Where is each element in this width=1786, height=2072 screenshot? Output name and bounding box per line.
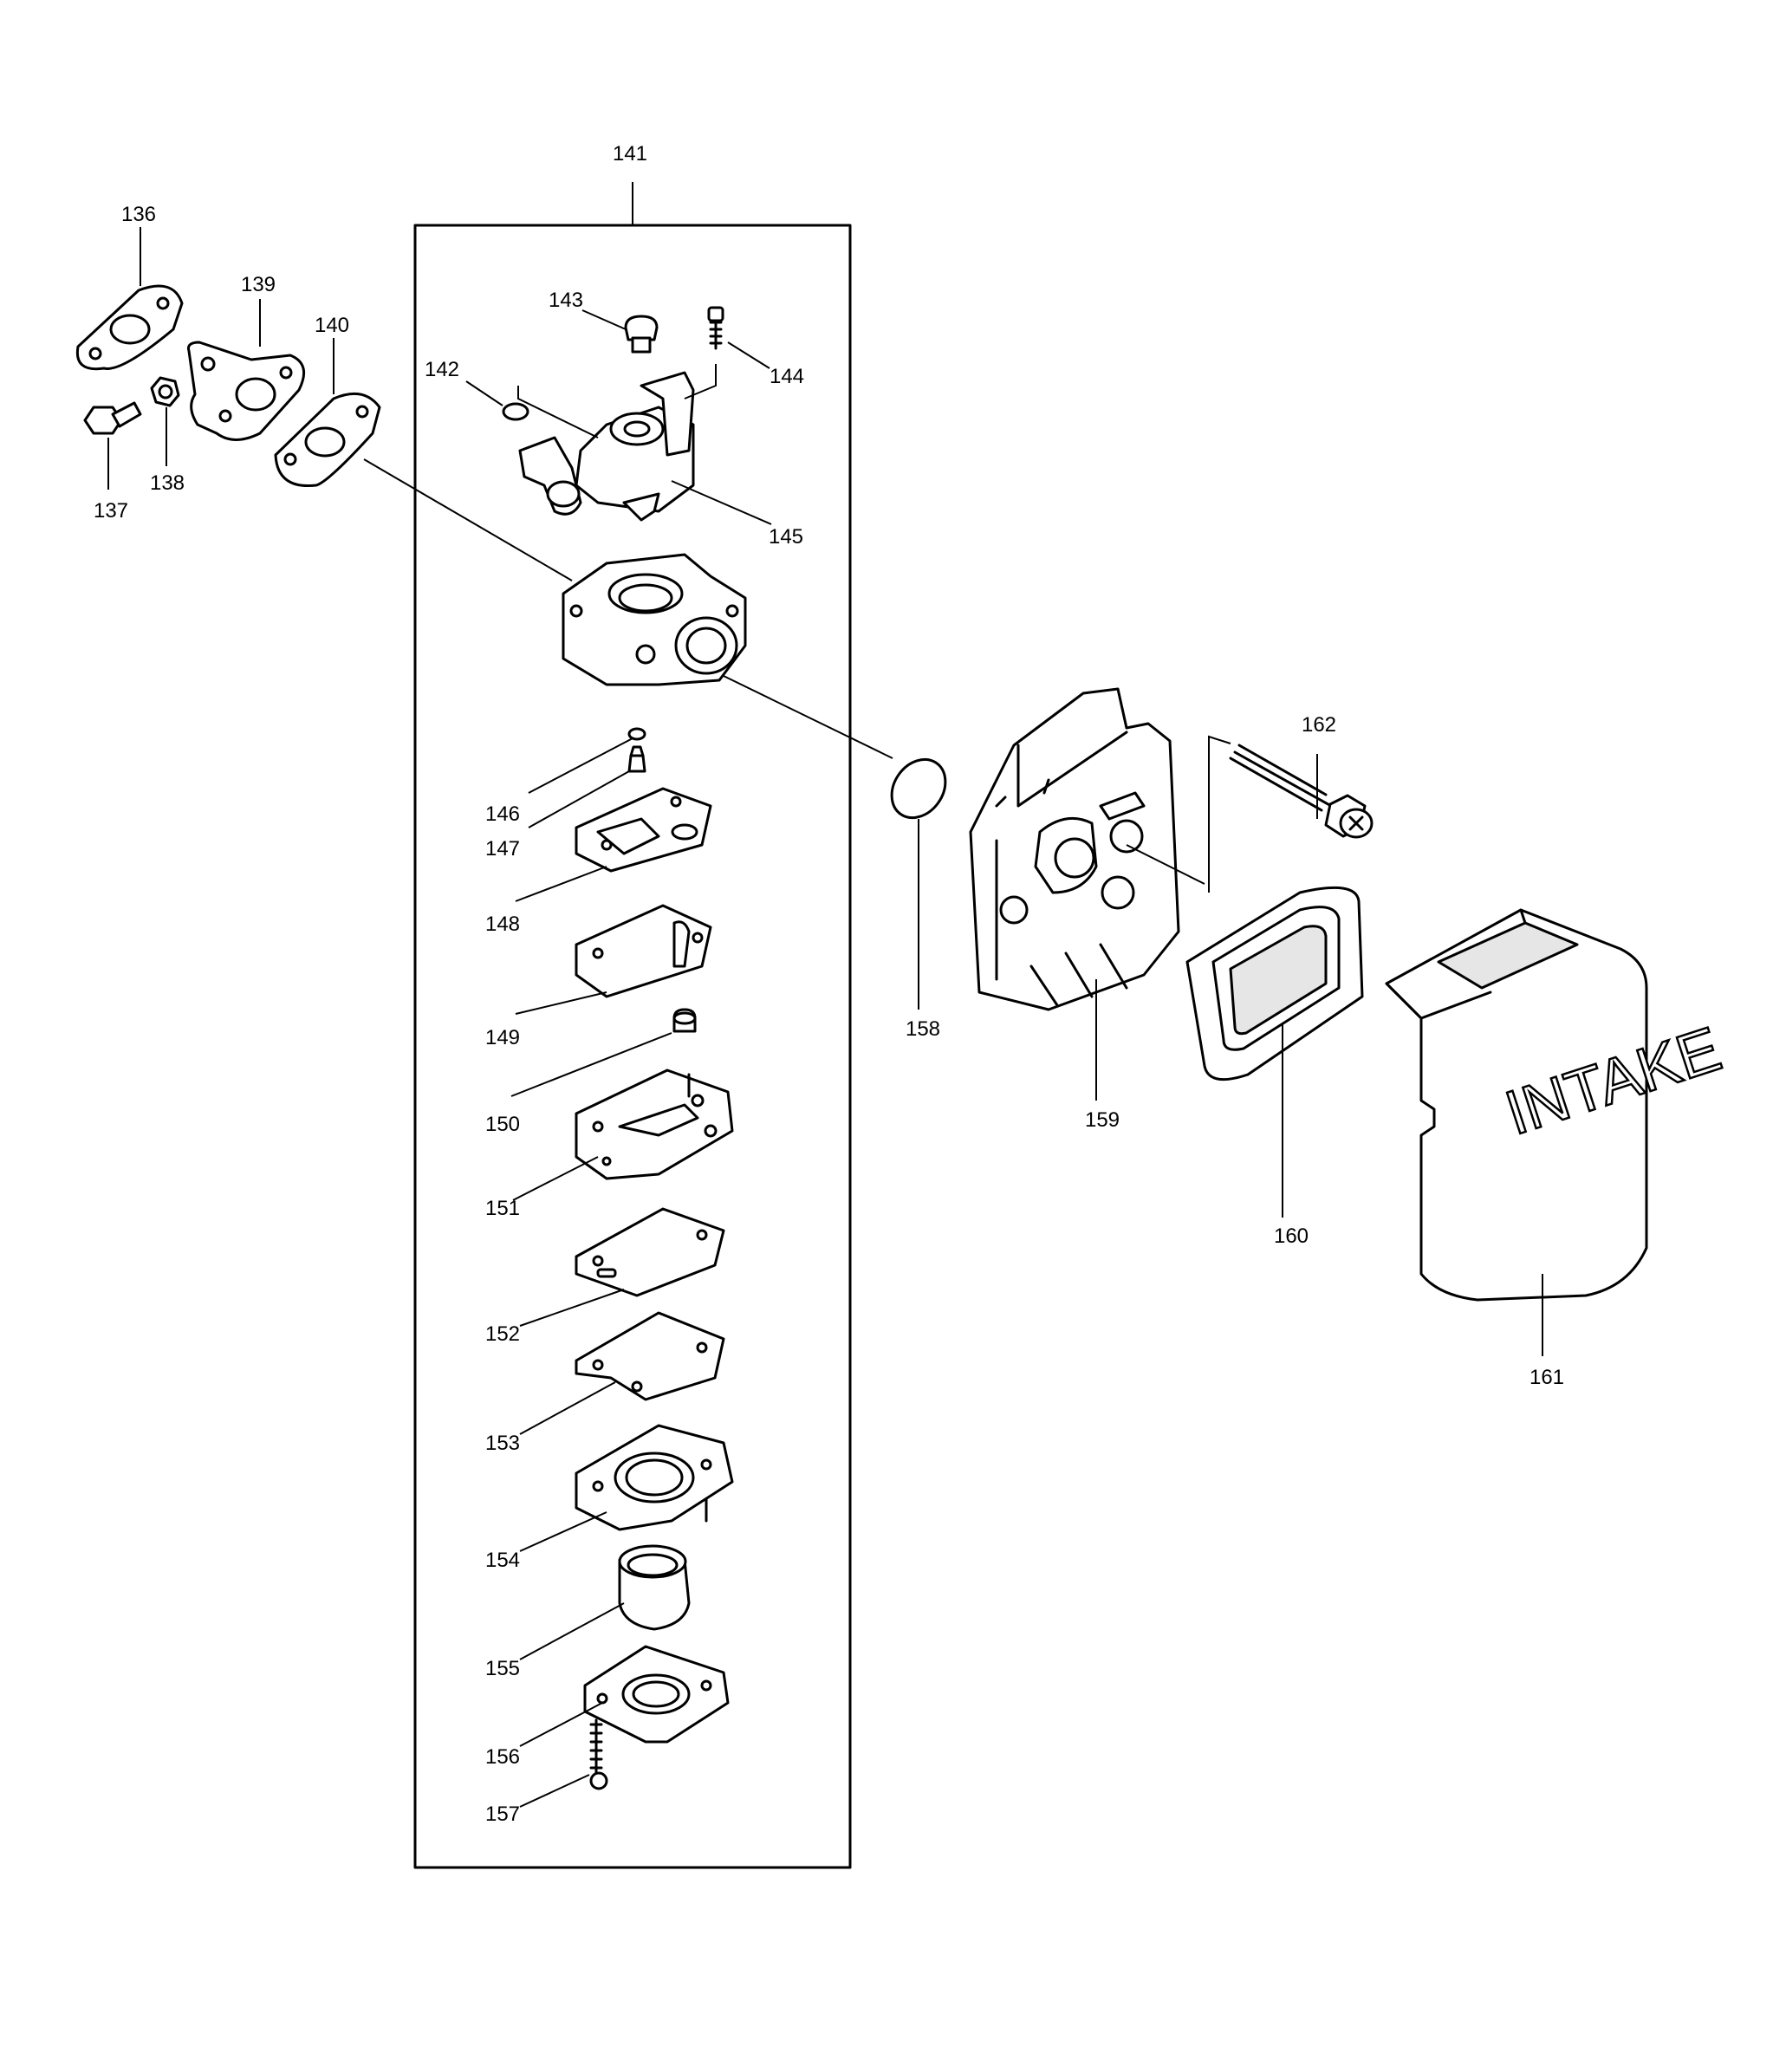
callout-143: 143 xyxy=(549,289,583,312)
part-147-needle xyxy=(627,745,646,773)
callout-146: 146 xyxy=(485,802,520,826)
callout-139: 139 xyxy=(241,273,276,296)
part-151-pump-body xyxy=(575,1068,734,1180)
part-152-gasket xyxy=(575,1207,725,1297)
callout-141: 141 xyxy=(613,142,647,166)
callout-151: 151 xyxy=(485,1197,520,1220)
part-136-gasket xyxy=(75,284,184,371)
part-148-gasket xyxy=(575,787,712,873)
part-137-bolt xyxy=(83,401,142,435)
part-140-gasket xyxy=(274,392,381,488)
part-157-screw xyxy=(589,1718,608,1790)
part-144-screw xyxy=(707,306,724,350)
callout-144: 144 xyxy=(770,365,804,388)
callout-154: 154 xyxy=(485,1549,520,1572)
part-142-clip xyxy=(502,402,529,421)
callout-142: 142 xyxy=(425,358,459,381)
part-153-diaphragm xyxy=(575,1311,725,1401)
part-159-filter-base xyxy=(969,687,1180,1011)
callout-152: 152 xyxy=(485,1322,520,1346)
part-155-primer-bulb xyxy=(618,1544,691,1631)
part-150-plug xyxy=(672,1008,697,1033)
callout-138: 138 xyxy=(150,471,185,495)
callout-161: 161 xyxy=(1529,1366,1564,1389)
part-149-diaphragm xyxy=(575,904,712,998)
callout-160: 160 xyxy=(1274,1224,1309,1248)
callout-140: 140 xyxy=(315,314,349,337)
part-138-nut xyxy=(150,376,180,407)
callout-157: 157 xyxy=(485,1802,520,1826)
callout-159: 159 xyxy=(1085,1108,1120,1132)
part-160-filter-element xyxy=(1185,886,1364,1081)
part-146-oring xyxy=(627,727,646,741)
part-carburetor-body xyxy=(562,553,747,686)
part-143-screw xyxy=(624,315,659,354)
part-156-retainer xyxy=(583,1645,730,1744)
callout-148: 148 xyxy=(485,913,520,936)
callout-155: 155 xyxy=(485,1657,520,1680)
part-161-filter-cover xyxy=(1385,908,1648,1302)
callout-150: 150 xyxy=(485,1113,520,1136)
callout-136: 136 xyxy=(121,203,156,226)
callout-158: 158 xyxy=(906,1017,940,1041)
part-154-metering-cover xyxy=(575,1424,734,1531)
callout-137: 137 xyxy=(94,499,128,523)
callout-149: 149 xyxy=(485,1026,520,1049)
callout-162: 162 xyxy=(1302,713,1336,737)
callout-153: 153 xyxy=(485,1432,520,1455)
callout-147: 147 xyxy=(485,837,520,861)
part-162-long-bolt xyxy=(1229,744,1374,839)
part-145-throttle-assembly xyxy=(517,364,717,522)
part-139-plate xyxy=(187,341,306,441)
callout-156: 156 xyxy=(485,1745,520,1769)
part-158-oring xyxy=(890,757,947,820)
callout-145: 145 xyxy=(769,525,803,549)
